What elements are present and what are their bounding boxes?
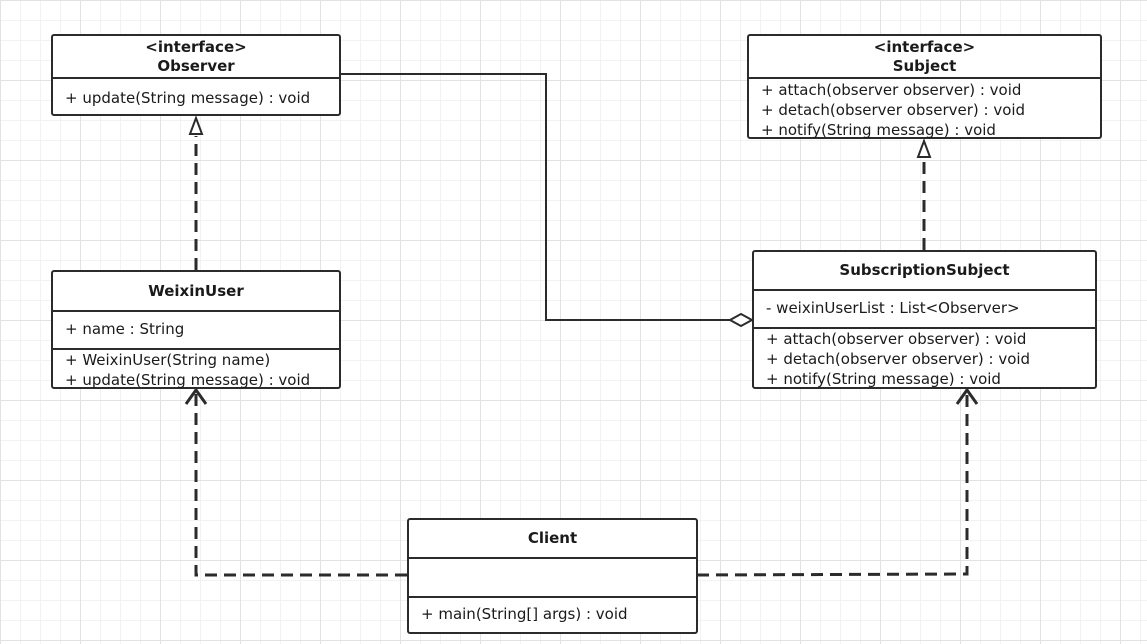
- client-operations: + main(String[] args) : void: [409, 596, 696, 624]
- weixinuser-attribute-name: + name : String: [65, 320, 185, 338]
- subscriptionsubject-operation-notify: + notify(String message) : void: [766, 370, 1001, 388]
- subject-interface-box[interactable]: <interface> Subject + attach(observer ob…: [747, 34, 1102, 139]
- weixinuser-operation-update: + update(String message) : void: [65, 371, 311, 389]
- subject-header: <interface> Subject: [749, 36, 1100, 79]
- weixinuser-header: WeixinUser: [53, 272, 339, 312]
- subscriptionsubject-header: SubscriptionSubject: [754, 252, 1095, 291]
- observer-operations: + update(String message) : void: [53, 79, 339, 108]
- subscriptionsubject-operations: + attach(observer observer) : void + det…: [754, 327, 1095, 389]
- client-depends-subscriptionsubject-line: [696, 392, 969, 577]
- subject-operations: + attach(observer observer) : void + det…: [749, 79, 1100, 140]
- subject-operation-detach: + detach(observer observer) : void: [761, 101, 1026, 119]
- subscriptionsubject-attributes: - weixinUserList : List<Observer>: [754, 291, 1095, 327]
- weixinuser-operation-constructor: + WeixinUser(String name): [65, 351, 271, 369]
- subscriptionsubject-operation-attach: + attach(observer observer) : void: [766, 330, 1027, 348]
- weixinuser-name: WeixinUser: [148, 282, 244, 300]
- subject-stereotype: <interface>: [873, 38, 976, 56]
- observer-stereotype: <interface>: [145, 38, 247, 56]
- aggregation-observer-line: [340, 73, 730, 321]
- subscriptionsubject-name: SubscriptionSubject: [839, 261, 1010, 279]
- observer-operation: + update(String message) : void: [65, 89, 311, 107]
- subject-realization-arrowhead: [916, 138, 932, 158]
- weixinuser-dependency-arrowhead: [184, 387, 208, 405]
- observer-interface-box[interactable]: <interface> Observer + update(String mes…: [51, 34, 341, 116]
- subscriptionsubject-attribute-list: - weixinUserList : List<Observer>: [766, 299, 1020, 317]
- subscriptionsubject-operation-detach: + detach(observer observer) : void: [766, 350, 1031, 368]
- client-depends-weixinuser-line: [194, 392, 407, 577]
- subject-name: Subject: [892, 57, 957, 75]
- subject-operation-attach: + attach(observer observer) : void: [761, 81, 1022, 99]
- client-class-box[interactable]: Client + main(String[] args) : void: [407, 518, 698, 634]
- weixinuser-operations: + WeixinUser(String name) + update(Strin…: [53, 348, 339, 390]
- client-attributes: [409, 559, 696, 596]
- client-operation-main: + main(String[] args) : void: [421, 605, 628, 623]
- weixinuser-class-box[interactable]: WeixinUser + name : String + WeixinUser(…: [51, 270, 341, 389]
- client-name: Client: [527, 529, 578, 547]
- weixinuser-attributes: + name : String: [53, 312, 339, 348]
- subscriptionsubject-class-box[interactable]: SubscriptionSubject - weixinUserList : L…: [752, 250, 1097, 389]
- client-header: Client: [409, 520, 696, 559]
- subject-operation-notify: + notify(String message) : void: [761, 121, 996, 139]
- observer-name: Observer: [157, 57, 235, 75]
- observer-header: <interface> Observer: [53, 36, 339, 79]
- aggregation-diamond: [727, 312, 755, 328]
- observer-realization-arrowhead: [188, 115, 204, 135]
- subscriptionsubject-dependency-arrowhead: [955, 387, 979, 405]
